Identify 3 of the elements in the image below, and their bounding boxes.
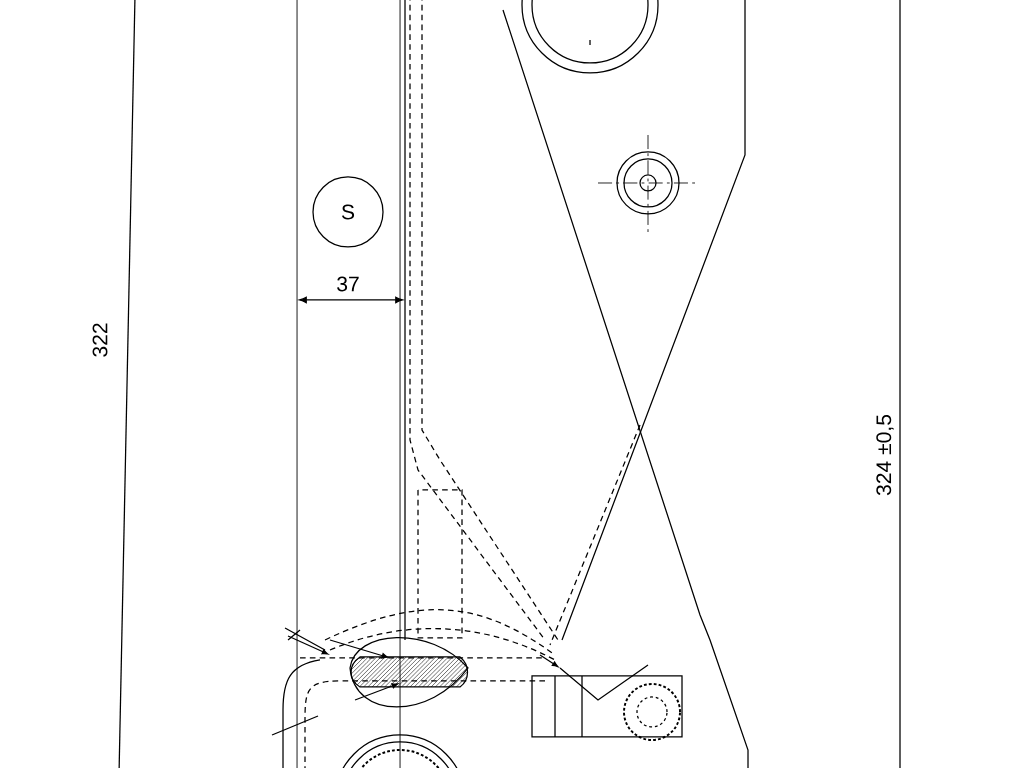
dimension-label: 37 [337,276,359,292]
dimension-label: 322 [92,323,108,357]
dimension-label: 324 ±0,5 [876,414,894,496]
